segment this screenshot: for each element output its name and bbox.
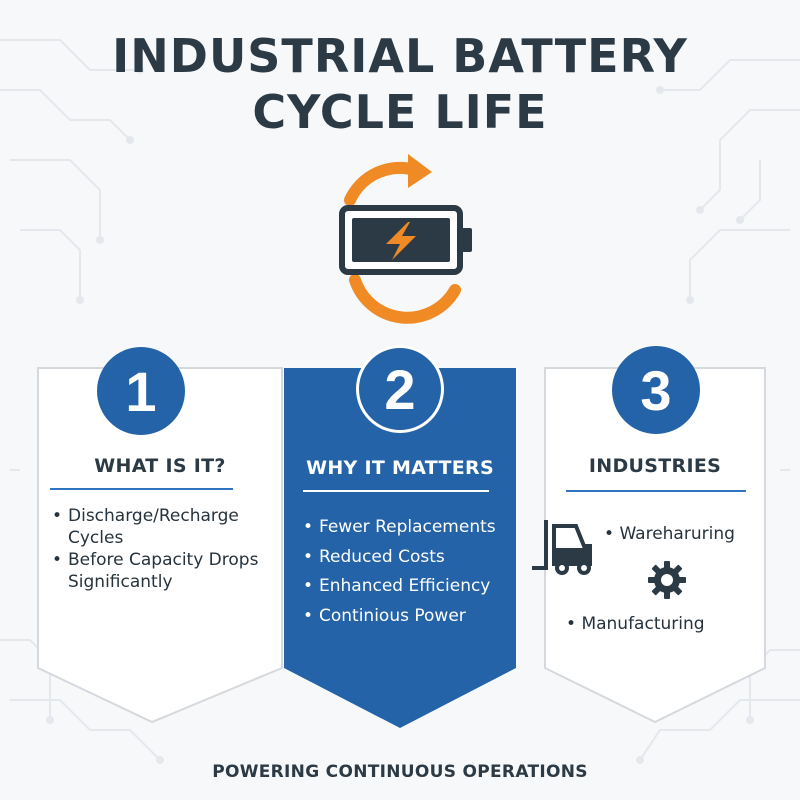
industry-label: Wareharuring — [619, 524, 735, 544]
card-1-number-badge: 1 — [97, 347, 185, 435]
card-3-shape — [544, 367, 766, 724]
list-item: Reduced Costs — [303, 546, 513, 568]
battery-charging-cycle-icon — [339, 154, 472, 324]
card-1-divider — [50, 488, 233, 490]
list-item: Fewer Replacements — [303, 516, 513, 538]
bullet: • — [604, 524, 615, 544]
industry-item-manufacturing: • Manufacturing — [566, 614, 705, 634]
footer-tagline: POWERING CONTINUOUS OPERATIONS — [212, 762, 588, 782]
list-item: Before Capacity Drops Significantly — [52, 549, 277, 593]
card-3-heading: INDUSTRIES — [588, 455, 722, 477]
list-item: Continious Power — [303, 605, 513, 627]
gear-icon — [648, 561, 686, 599]
card-2-heading: WHY IT MATTERS — [306, 457, 494, 479]
forklift-icon — [532, 520, 592, 575]
list-item: Discharge/Recharge Cycles — [52, 505, 277, 549]
industry-item-warehousing: • Wareharuring — [604, 524, 735, 544]
list-item: Enhanced Efficiency — [303, 575, 513, 597]
card-2-list: Fewer Replacements Reduced Costs Enhance… — [303, 516, 513, 634]
title-line-1: INDUSTRIAL BATTERY — [112, 29, 688, 83]
card-3-divider — [566, 490, 746, 492]
card-3-number-badge: 3 — [612, 346, 700, 434]
bullet: • — [566, 614, 577, 634]
page-title: INDUSTRIAL BATTERY CYCLE LIFE — [0, 28, 800, 140]
industry-label: Manufacturing — [581, 614, 705, 634]
title-line-2: CYCLE LIFE — [252, 85, 548, 139]
card-1-heading: WHAT IS IT? — [94, 455, 226, 477]
card-2-divider — [303, 490, 489, 492]
card-1-list: Discharge/Recharge Cycles Before Capacit… — [52, 505, 277, 593]
card-2-number-badge: 2 — [356, 345, 444, 433]
